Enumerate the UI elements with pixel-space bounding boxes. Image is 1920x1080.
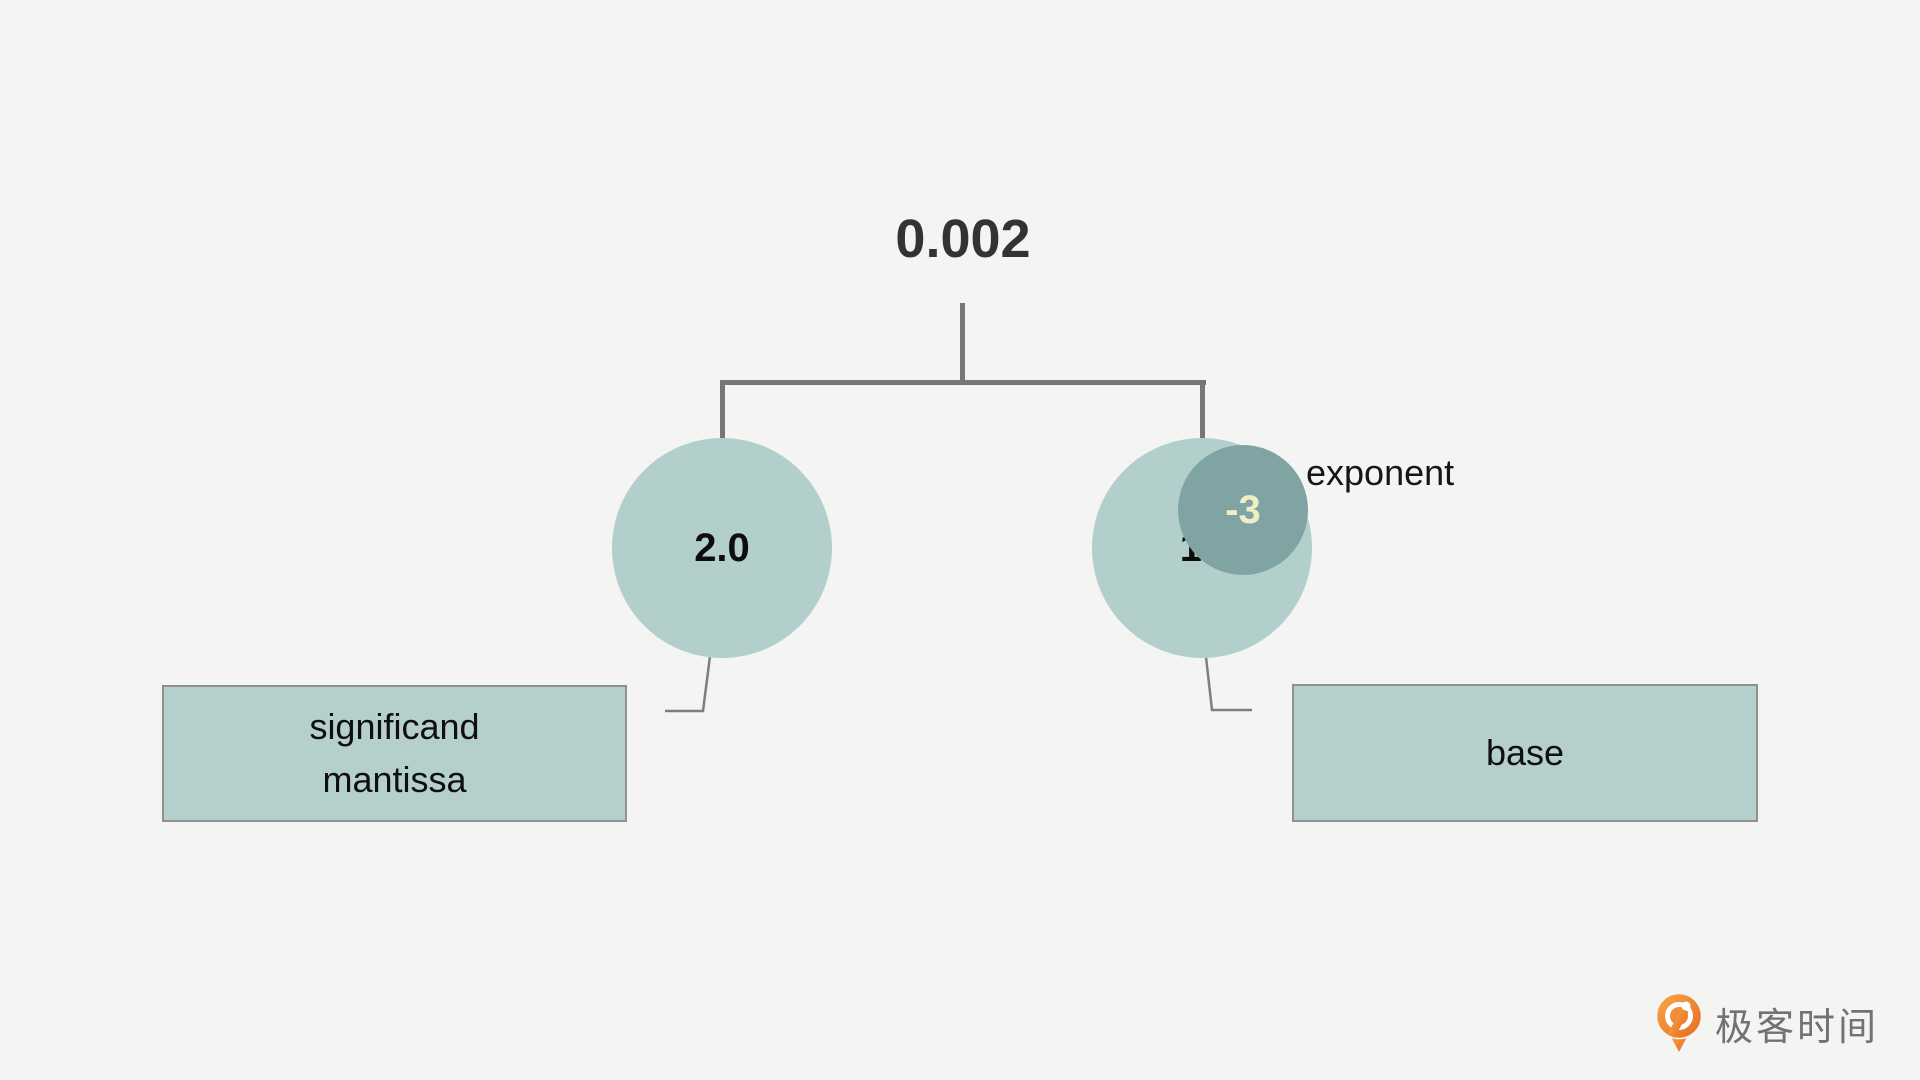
brand-logo: 极客时间 [1654, 993, 1879, 1053]
tree-stem-line [960, 303, 965, 382]
root-number-label: 0.002 [895, 209, 1031, 269]
tree-horizontal-line [721, 380, 1206, 385]
significand-node-value: 2.0 [694, 525, 750, 570]
exponent-label: exponent [1306, 452, 1455, 493]
tree-left-drop-line [720, 380, 725, 444]
significand-label-line1: significand [309, 706, 480, 748]
significand-label-line2: mantissa [322, 758, 467, 800]
exponent-node-circle: -3 [1178, 445, 1308, 575]
base-label-box: base [1292, 684, 1758, 822]
significand-node-circle: 2.0 [612, 438, 832, 658]
significand-label-box: significand mantissa [162, 685, 627, 822]
base-label: base [1485, 731, 1565, 773]
tree-right-drop-line [1200, 380, 1205, 442]
exponent-node-value: -3 [1225, 487, 1261, 532]
brand-name-text: 极客时间 [1715, 1006, 1880, 1049]
geektime-logo-icon [1655, 993, 1703, 1052]
